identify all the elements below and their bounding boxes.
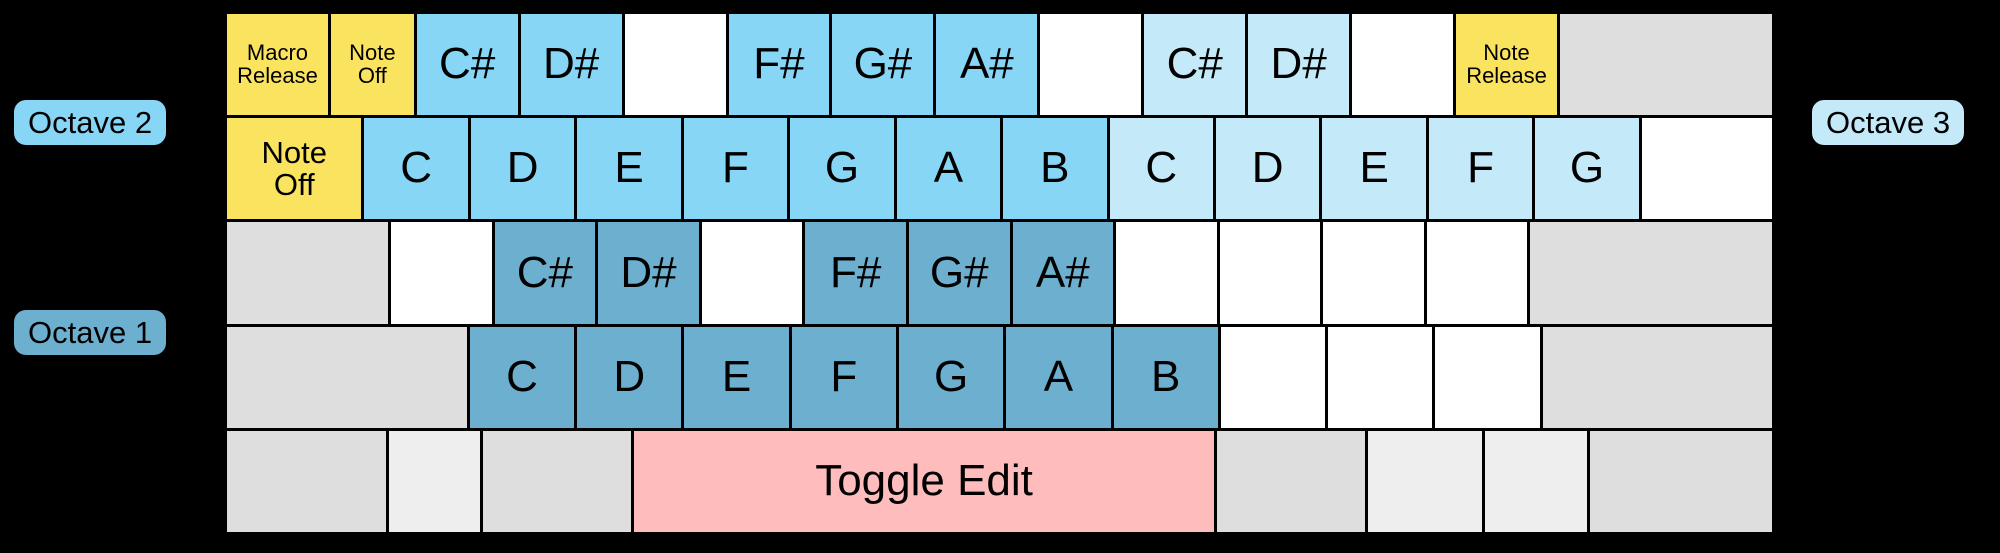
key-blank — [1367, 430, 1485, 533]
key-blank — [1542, 326, 1773, 428]
key-blank — [390, 222, 495, 324]
key-note-release[interactable]: Note Release — [1456, 14, 1561, 116]
key-gsharp[interactable]: G# — [908, 222, 1013, 324]
key-fsharp[interactable]: F# — [805, 222, 909, 324]
key-e[interactable]: E — [1322, 118, 1429, 220]
key-blank — [1217, 430, 1368, 533]
key-blank — [1560, 14, 1772, 116]
key-blank — [1530, 222, 1772, 324]
key-blank — [1220, 326, 1329, 428]
key-asharp[interactable]: A# — [1012, 222, 1117, 324]
key-blank — [1116, 222, 1220, 324]
key-d[interactable]: D — [1215, 118, 1323, 220]
key-blank — [1328, 326, 1436, 428]
key-d[interactable]: D — [470, 118, 578, 220]
key-fsharp[interactable]: F# — [728, 14, 833, 116]
key-blank — [227, 430, 390, 533]
key-f[interactable]: F — [791, 326, 899, 428]
key-a[interactable]: A — [896, 118, 1004, 220]
key-toggle-edit[interactable]: Toggle Edit — [634, 430, 1218, 533]
key-g[interactable]: G — [1535, 118, 1642, 220]
keyboard-row-spacebar-row: Toggle Edit — [227, 430, 1772, 533]
key-c[interactable]: C — [1109, 118, 1216, 220]
key-blank — [1435, 326, 1543, 428]
key-note-off[interactable]: Note Off — [330, 14, 417, 116]
key-csharp[interactable]: C# — [494, 222, 599, 324]
key-blank — [701, 222, 806, 324]
key-blank — [1040, 14, 1145, 116]
key-e[interactable]: E — [684, 326, 792, 428]
key-e[interactable]: E — [577, 118, 684, 220]
key-d[interactable]: D — [577, 326, 685, 428]
key-csharp[interactable]: C# — [416, 14, 521, 116]
key-blank — [1426, 222, 1531, 324]
key-blank — [227, 326, 470, 428]
key-blank — [1323, 222, 1427, 324]
key-asharp[interactable]: A# — [936, 14, 1041, 116]
octave-2-label: Octave 2 — [14, 100, 167, 145]
octave-3-label: Octave 3 — [1812, 100, 1965, 145]
key-g[interactable]: G — [898, 326, 1007, 428]
key-blank — [1590, 430, 1772, 533]
key-note-off[interactable]: Note Off — [227, 118, 365, 220]
key-f[interactable]: F — [1428, 118, 1536, 220]
key-blank — [227, 222, 391, 324]
key-a[interactable]: A — [1006, 326, 1114, 428]
key-c[interactable]: C — [364, 118, 471, 220]
key-blank — [483, 430, 635, 533]
key-g[interactable]: G — [790, 118, 897, 220]
key-blank — [1484, 430, 1591, 533]
keyboard-row-home-row: C#D# F#G#A# — [227, 222, 1772, 327]
key-dsharp[interactable]: D# — [520, 14, 625, 116]
key-blank — [1219, 222, 1324, 324]
key-f[interactable]: F — [683, 118, 791, 220]
key-blank — [1641, 118, 1773, 220]
octave-1-label: Octave 1 — [14, 310, 167, 355]
key-macro-release[interactable]: Macro Release — [227, 14, 331, 116]
key-csharp[interactable]: C# — [1144, 14, 1249, 116]
key-c[interactable]: C — [469, 326, 578, 428]
key-b[interactable]: B — [1003, 118, 1110, 220]
key-blank — [1352, 14, 1457, 116]
key-blank — [624, 14, 729, 116]
key-dsharp[interactable]: D# — [598, 222, 702, 324]
key-gsharp[interactable]: G# — [832, 14, 937, 116]
key-b[interactable]: B — [1113, 326, 1221, 428]
key-dsharp[interactable]: D# — [1248, 14, 1353, 116]
key-blank — [389, 430, 484, 533]
